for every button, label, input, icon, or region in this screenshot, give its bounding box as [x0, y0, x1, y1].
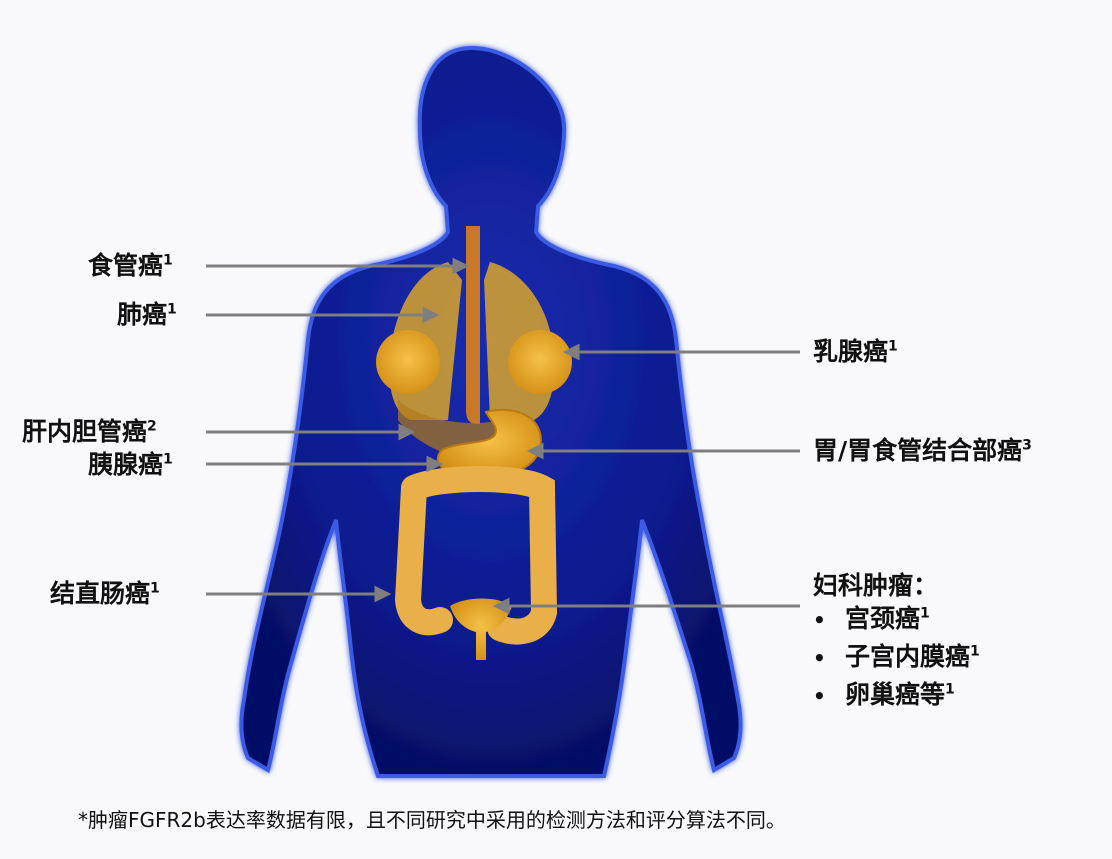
- list-item: •子宫内膜癌1: [813, 638, 980, 676]
- right-breast: [508, 330, 572, 394]
- label-breast-cancer: 乳腺癌1: [813, 339, 898, 364]
- list-item: •卵巢癌等1: [813, 676, 980, 714]
- footnote: *肿瘤FGFR2b表达率数据有限，且不同研究中采用的检测方法和评分算法不同。: [78, 804, 786, 833]
- gynecologic-tumors-title: 妇科肿瘤：: [813, 566, 938, 602]
- label-esophageal-cancer: 食管癌1: [88, 253, 173, 278]
- left-breast: [376, 330, 440, 394]
- bullet-icon: •: [813, 677, 845, 715]
- bullet-icon: •: [813, 639, 845, 677]
- list-item: •宫颈癌1: [813, 600, 980, 638]
- label-pancreatic-cancer: 胰腺癌1: [88, 452, 173, 477]
- esophagus: [466, 226, 480, 424]
- label-lung-cancer: 肺癌1: [117, 302, 177, 327]
- label-gastric-cancer: 胃/胃食管结合部癌3: [813, 438, 1032, 463]
- gynecologic-tumors-list: •宫颈癌1 •子宫内膜癌1 •卵巢癌等1: [813, 600, 980, 714]
- label-cholangiocarcinoma: 肝内胆管癌2: [22, 419, 157, 444]
- label-colorectal-cancer: 结直肠癌1: [50, 581, 160, 606]
- bullet-icon: •: [813, 601, 845, 639]
